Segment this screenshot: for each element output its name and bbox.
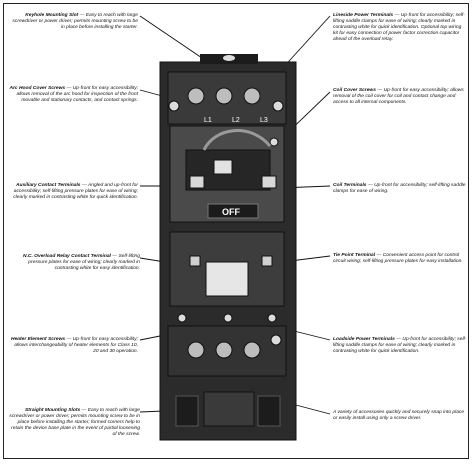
callout-straight-title: Straight Mounting Slots xyxy=(25,408,81,413)
tie-point-terminal xyxy=(261,255,273,267)
callout-auxiliary-title: Auxiliary Contact Terminals xyxy=(16,183,81,188)
label-l1: L1 xyxy=(204,117,212,124)
heater-screw-2 xyxy=(223,313,233,323)
callout-straight-desc: Easy to reach with large screwdriver or … xyxy=(9,408,140,438)
center-contact xyxy=(213,159,233,175)
callout-coil-terminals-desc: Up-front for accessibility; self-lifting… xyxy=(333,183,466,195)
keyhole-slot xyxy=(223,55,235,61)
callout-keyhole: Keyhole Mounting Slot — Easy to reach wi… xyxy=(12,13,138,31)
callout-tie-point-desc: Convenient access point for control circ… xyxy=(333,253,463,265)
callout-heater-title: Heater Element Screws xyxy=(11,337,66,342)
arc-hood-screw-left xyxy=(168,100,180,112)
lineside-screw-l1 xyxy=(187,87,205,105)
accessory-mount xyxy=(203,391,255,427)
callout-arc-hood-desc: Up-front for easy accessibility; allows … xyxy=(16,86,138,104)
callout-overload-title: N.C. Overload Relay Contact Terminal xyxy=(23,254,111,259)
off-indicator xyxy=(207,203,259,219)
callout-straight: Straight Mounting Slots — Easy to reach … xyxy=(9,408,140,438)
callout-heater: Heater Element Screws — Up-front for eas… xyxy=(11,337,138,355)
loadside-screw-t1 xyxy=(187,341,205,359)
straight-mounting-slot-right xyxy=(257,395,281,427)
callout-coil-terminals-title: Coil Terminals xyxy=(333,183,367,188)
callout-coil-cover-desc: Up-front for easy accessibility; allows … xyxy=(333,88,464,106)
heater-screw-1 xyxy=(177,313,187,323)
callout-overload: N.C. Overload Relay Contact Terminal — S… xyxy=(23,254,140,272)
callout-lineside: Lineside Power Terminals — Up-front for … xyxy=(333,13,465,43)
callout-heater-desc: Up-front for easy accessibility; allows … xyxy=(14,337,138,355)
arc-hood-screw-right xyxy=(272,100,284,112)
diagram-frame xyxy=(3,3,469,459)
callout-tie-point: Tie Point Terminal — Convenient access p… xyxy=(333,253,463,265)
callout-tie-point-title: Tie Point Terminal xyxy=(333,253,376,258)
callout-arc-hood-title: Arc Hood Cover Screws xyxy=(9,86,66,91)
straight-mounting-slot-left xyxy=(175,395,199,427)
label-l2: L2 xyxy=(232,117,240,124)
aux-terminal xyxy=(189,175,205,189)
callout-arc-hood: Arc Hood Cover Screws — Up-front for eas… xyxy=(9,86,138,104)
callout-coil-terminals: Coil Terminals — Up-front for accessibil… xyxy=(333,183,466,195)
lineside-screws xyxy=(168,87,284,112)
jumper-wire xyxy=(202,129,272,151)
callout-loadside-title: Loadside Power Terminals xyxy=(333,337,395,342)
callout-coil-cover-title: Coil Cover Screws xyxy=(333,88,376,93)
coil-terminal xyxy=(261,175,277,189)
callout-keyhole-desc: Easy to reach with large screwdriver or … xyxy=(12,13,138,31)
callout-auxiliary: Auxiliary Contact Terminals — Angled and… xyxy=(13,183,138,201)
callout-accessories: A variety of accessories quickly and sec… xyxy=(333,410,467,422)
off-label: OFF xyxy=(222,207,240,217)
callout-lineside-desc: Up-front for accessibility; self-lifting… xyxy=(333,13,465,43)
lineside-screw-l3 xyxy=(243,87,261,105)
leader-accessories xyxy=(291,403,331,415)
callout-overload-desc: Self-lifting pressure plates for ease of… xyxy=(28,254,140,272)
callout-loadside-desc: Up-front for accessibility; self-lifting… xyxy=(333,337,467,355)
label-l3: L3 xyxy=(260,117,268,124)
coil-cover-screw xyxy=(269,137,279,147)
loadside-screw-aux xyxy=(270,334,282,346)
nc-contact-terminal xyxy=(189,255,201,267)
heater-screws xyxy=(177,313,277,323)
callout-keyhole-title: Keyhole Mounting Slot xyxy=(25,13,79,18)
callout-accessories-desc: A variety of accessories quickly and sec… xyxy=(333,410,465,422)
callout-coil-cover: Coil Cover Screws — Up-front for easy ac… xyxy=(333,88,464,106)
lineside-screw-l2 xyxy=(215,87,233,105)
leader-keyhole xyxy=(139,15,206,61)
callout-loadside: Loadside Power Terminals — Up-front for … xyxy=(333,337,467,355)
heater-screw-3 xyxy=(267,313,277,323)
callout-lineside-title: Lineside Power Terminals xyxy=(333,13,394,18)
reset-button xyxy=(205,261,249,297)
loadside-screw-t2 xyxy=(215,341,233,359)
callout-auxiliary-desc: Angled and up-front for accessibility; s… xyxy=(13,183,138,201)
loadside-screw-t3 xyxy=(243,341,261,359)
loadside-screws xyxy=(187,334,282,359)
